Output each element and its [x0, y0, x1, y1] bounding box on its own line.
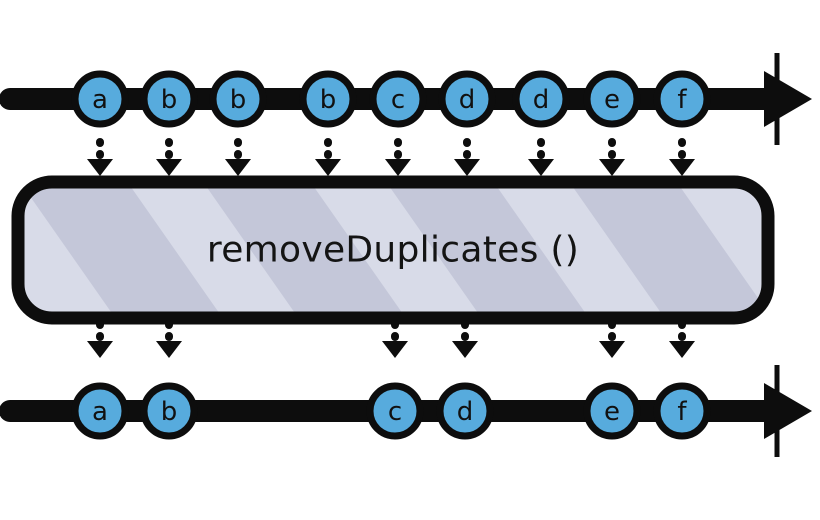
- marble-circle[interactable]: [436, 382, 494, 440]
- marble-circle[interactable]: [71, 70, 129, 128]
- emission-arrow: [156, 320, 182, 358]
- emission-arrow: [599, 320, 625, 358]
- marble[interactable]: a: [71, 382, 129, 440]
- marble[interactable]: b: [140, 382, 198, 440]
- marble-circle[interactable]: [71, 382, 129, 440]
- marble[interactable]: e: [583, 382, 641, 440]
- emission-arrow: [382, 320, 408, 358]
- emission-arrow-head: [599, 159, 625, 176]
- emission-arrow-head: [669, 159, 695, 176]
- emission-arrow-head: [669, 341, 695, 358]
- emission-arrow: [87, 138, 113, 176]
- input-emission-arrows: [87, 138, 695, 176]
- operator-box-shape[interactable]: [11, 175, 775, 325]
- emission-arrow-head: [87, 341, 113, 358]
- marble[interactable]: c: [369, 70, 427, 128]
- marble-circle[interactable]: [209, 70, 267, 128]
- emission-arrow-head: [452, 341, 478, 358]
- emission-arrow: [599, 138, 625, 176]
- marble-circle[interactable]: [583, 382, 641, 440]
- emission-arrow: [225, 138, 251, 176]
- marble-circle[interactable]: [583, 70, 641, 128]
- marble-circle[interactable]: [140, 70, 198, 128]
- marble-circle[interactable]: [366, 382, 424, 440]
- emission-arrow-head: [156, 341, 182, 358]
- marble-circle[interactable]: [512, 70, 570, 128]
- marble[interactable]: c: [366, 382, 424, 440]
- emission-arrow-head: [315, 159, 341, 176]
- emission-arrow: [156, 138, 182, 176]
- marble[interactable]: d: [438, 70, 496, 128]
- marble[interactable]: a: [71, 70, 129, 128]
- marble-circle[interactable]: [299, 70, 357, 128]
- marble[interactable]: b: [140, 70, 198, 128]
- emission-arrow: [669, 138, 695, 176]
- output-emission-arrows: [87, 320, 695, 358]
- operator-box[interactable]: removeDuplicates (): [11, 175, 775, 325]
- marble[interactable]: b: [299, 70, 357, 128]
- emission-arrow: [385, 138, 411, 176]
- marble[interactable]: f: [653, 70, 711, 128]
- emission-arrow-head: [382, 341, 408, 358]
- emission-arrow-head: [87, 159, 113, 176]
- marble-circle[interactable]: [653, 70, 711, 128]
- emission-arrow: [669, 320, 695, 358]
- operator-box-label: removeDuplicates (): [207, 230, 579, 271]
- emission-arrow-head: [385, 159, 411, 176]
- emission-arrow-head: [528, 159, 554, 176]
- emission-arrow: [454, 138, 480, 176]
- marble-circle[interactable]: [369, 70, 427, 128]
- marble-circle[interactable]: [140, 382, 198, 440]
- emission-arrow-head: [599, 341, 625, 358]
- result-arrowhead: [764, 383, 812, 439]
- emission-arrow: [528, 138, 554, 176]
- marble-circle[interactable]: [438, 70, 496, 128]
- marble[interactable]: b: [209, 70, 267, 128]
- marble[interactable]: e: [583, 70, 641, 128]
- marble[interactable]: f: [653, 382, 711, 440]
- emission-arrow-head: [225, 159, 251, 176]
- marble[interactable]: d: [436, 382, 494, 440]
- marble[interactable]: d: [512, 70, 570, 128]
- emission-arrow-head: [454, 159, 480, 176]
- emission-arrow-head: [156, 159, 182, 176]
- source-arrowhead: [764, 71, 812, 127]
- emission-arrow: [87, 320, 113, 358]
- marble-circle[interactable]: [653, 382, 711, 440]
- emission-arrow: [452, 320, 478, 358]
- emission-arrow: [315, 138, 341, 176]
